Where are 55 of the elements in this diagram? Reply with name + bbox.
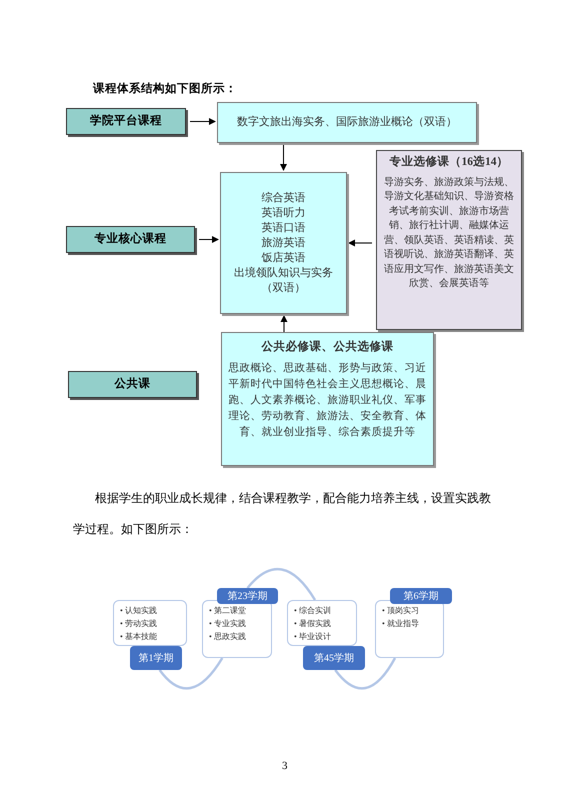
arrow <box>280 315 288 332</box>
course-box <box>217 102 477 143</box>
semester-text: 第1学期 <box>138 652 174 666</box>
box-heading: 公共必修课、公共选修课 <box>262 339 394 355</box>
box-text: 专业核心课程 <box>94 231 166 247</box>
arrow <box>198 236 219 243</box>
list-item: • 毕业设计 <box>294 631 332 643</box>
practice-list-box <box>375 600 444 658</box>
list-item: • 综合实训 <box>294 605 332 617</box>
practice-list-box <box>202 600 272 658</box>
semester-text: 第45学期 <box>314 652 354 666</box>
course-item: 综合英语 <box>262 190 306 206</box>
practice-list-box <box>287 600 357 646</box>
course-item: 出境领队知识与实务（双语） <box>233 266 334 296</box>
box-text: 公共课 <box>114 376 150 392</box>
semester-text: 第6学期 <box>404 590 438 604</box>
box-text: 数字文旅出海实务、国际旅游业概论（双语） <box>237 114 457 130</box>
list-item: • 认知实践 <box>120 605 158 617</box>
practice-list-box <box>113 600 187 646</box>
arrow <box>280 142 287 171</box>
list-item: • 第二课堂 <box>209 605 247 617</box>
page-number: 3 <box>282 759 288 774</box>
course-item: 饭店英语 <box>262 250 306 266</box>
cycle-arc <box>158 657 224 690</box>
arrow <box>348 240 372 246</box>
course-box <box>220 172 347 314</box>
list-item: • 顶岗实习 <box>382 605 420 617</box>
list-item: • 基本技能 <box>120 631 158 643</box>
course-box <box>221 332 434 466</box>
paragraph: 根据学生的职业成长规律，结合课程教学，配合能力培养主线，设置实践教学过程。如下图所示： <box>73 490 492 538</box>
course-item: 英语口语 <box>262 220 306 236</box>
semester-text: 第23学期 <box>228 590 268 604</box>
semester-label <box>303 646 365 670</box>
intro-text: 课程体系结构如下图所示： <box>93 81 237 97</box>
semester-label <box>217 588 278 604</box>
cycle-arc <box>246 568 316 601</box>
category-box <box>68 371 197 398</box>
box-text: 学院平台课程 <box>90 113 162 129</box>
list-item: • 思政实践 <box>209 631 247 643</box>
list-item: • 暑假实践 <box>294 618 332 630</box>
semester-label <box>130 646 182 670</box>
list-item: • 专业实践 <box>209 618 247 630</box>
course-item: 英语听力 <box>262 206 306 220</box>
arrow <box>190 118 216 125</box>
cycle-arc <box>334 657 396 690</box>
category-box <box>66 226 195 253</box>
box-heading: 专业选修课（16选14） <box>390 155 508 170</box>
course-list-text: 导游实务、旅游政策与法规、导游文化基础知识、导游资格考试考前实训、旅游市场营销、旅行社计调、融媒体运营、领队英语、英语精读、英语视听说、旅游英语翻译、英语应用文写作、旅游英语美文欣赏、会展英语等 <box>383 176 515 291</box>
semester-label <box>390 588 452 604</box>
list-item: • 劳动实践 <box>120 618 158 630</box>
category-box <box>66 108 186 135</box>
list-item: • 就业指导 <box>382 618 420 630</box>
course-list-text: 思政概论、思政基础、形势与政策、习近平新时代中国特色社会主义思想概论、晨跑、人文素养概论、旅游职业礼仪、军事理论、劳动教育、旅游法、安全教育、体育、就业创业指导、综合素质提升等 <box>228 361 428 440</box>
elective-box <box>376 150 522 330</box>
course-item: 旅游英语 <box>262 236 306 250</box>
